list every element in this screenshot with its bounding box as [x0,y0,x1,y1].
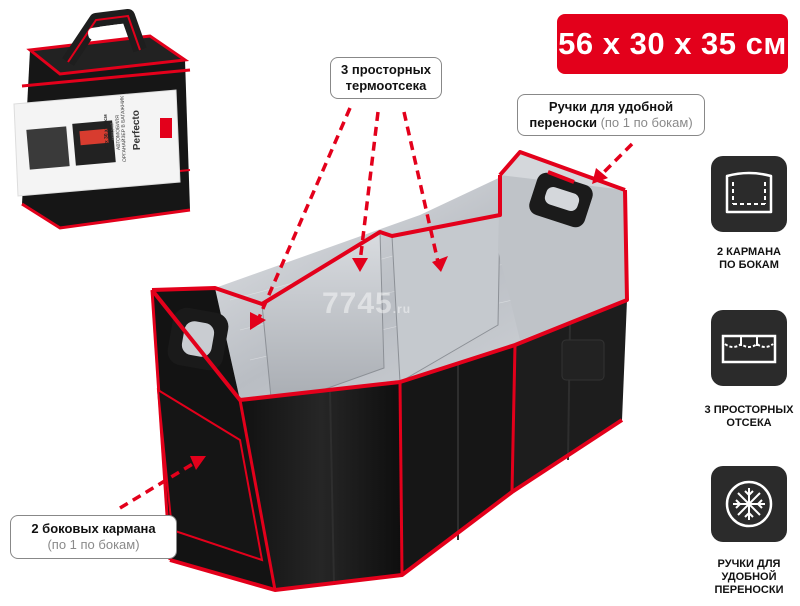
feature-label-compartments: 3 ПРОСТОРНЫХ ОТСЕКА [704,404,794,429]
package-brand: Perfecto [131,110,143,150]
watermark: 7745.ru [322,287,412,320]
package-title-2: АВТОМОБИЛЯ [115,115,122,150]
size-badge: 56 x 30 x 35 см [557,14,788,74]
organizer-bag [150,150,629,592]
arrow-heads [190,168,608,470]
callout-pockets-line1: 2 боковых кармана [31,521,156,536]
side-pocket-icon [711,156,787,232]
callout-pockets: 2 боковых кармана (по 1 по бокам) [10,515,177,559]
folded-package [13,9,191,230]
package-size-tag: 56 x 30 x 35 см [103,114,110,150]
feature-label-handles: РУЧКИ ДЛЯ УДОБНОЙ ПЕРЕНОСКИ [714,558,784,596]
callout-handles-line1: Ручки для удобной [548,99,674,114]
snowflake-handle-icon [711,466,787,542]
callout-handles-note: (по 1 по бокам) [596,115,693,130]
compartments-icon [711,310,787,386]
callout-pockets-line2: (по 1 по бокам) [47,537,140,552]
package-title-1: ОРГАНАЙЗЕР В БАГАЖНИК [118,96,128,163]
callout-handles: Ручки для удобной переноски (по 1 по бок… [517,94,705,136]
callout-arrows [119,107,634,510]
feature-label-pockets: 2 КАРМАНА ПО БОКАМ [716,246,782,271]
package-title-3: складной [109,123,115,141]
callout-compartments: 3 просторных термоотсека [330,57,442,99]
callout-compartments-line2: термоотсека [345,78,427,93]
callout-handles-line2: переноски [529,115,597,130]
callout-compartments-line1: 3 просторных [341,62,431,77]
